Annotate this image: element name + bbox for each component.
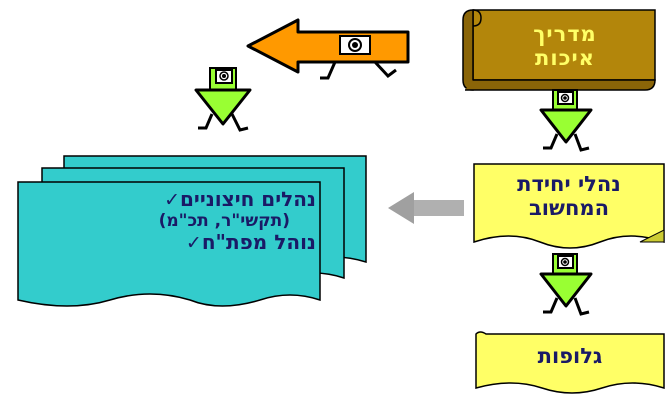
gray-arrow-icon (388, 192, 464, 224)
external-procedures-list: נהלים חיצוניים✓ (תקשי"ר, תכ"מ) נוהל מפת"… (20, 188, 316, 255)
quality-guide-scroll (462, 9, 656, 91)
walking-arrow-down-icon (539, 253, 593, 316)
walking-arrow-down-icon (539, 89, 593, 152)
forms-label: גלופות (537, 344, 603, 368)
forms-document (475, 331, 665, 394)
list-item: (תקשי"ר, תכ"מ) (158, 210, 290, 231)
walking-arrow-left-icon (246, 18, 410, 80)
list-item: נהלים חיצוניים✓ (164, 187, 316, 211)
walking-arrow-down-icon (194, 67, 252, 132)
unit-procedures-label: נהלי יחידת המחשוב (517, 172, 621, 221)
check-icon: ✓ (164, 189, 180, 211)
check-icon: ✓ (185, 232, 202, 255)
unit-procedures-document (473, 163, 665, 249)
external-procedures-documents (17, 155, 367, 307)
quality-guide-label: מדריך איכות (533, 22, 597, 71)
list-item: נוהל מפת"ח✓ (185, 230, 316, 255)
